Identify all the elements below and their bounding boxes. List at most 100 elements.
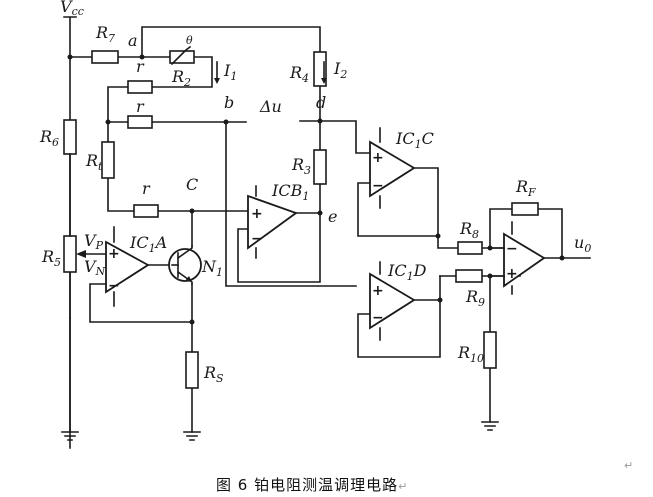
i2-arrow-icon (321, 78, 327, 84)
op-amp-output (489, 221, 546, 295)
icb1-plus: + (251, 206, 263, 222)
label-r6: R6 (39, 127, 59, 149)
wiper-arrow-icon (76, 250, 86, 258)
paragraph-mark: ↵ (398, 480, 409, 493)
ic1c-feedback-wire (357, 167, 439, 237)
caption-text: 图 6 铂电阻测温调理电路 (216, 476, 399, 494)
node-b-wire (225, 121, 357, 287)
r-theta-loop-wire (141, 56, 213, 88)
junction-dot-e (317, 210, 323, 216)
ic1c-plus: + (372, 150, 384, 166)
ic1d-minus: − (372, 310, 384, 326)
ground-symbols (61, 317, 499, 441)
rt-wire (107, 177, 249, 212)
label-delta-u: Δu (259, 97, 282, 116)
resistor-r4[interactable] (313, 51, 327, 87)
r2-left-wire (107, 86, 129, 143)
resistor-r-mid[interactable] (127, 115, 153, 129)
label-icb1: ICB1 (271, 181, 309, 203)
ic1c-minus: − (372, 178, 384, 194)
ic1d-triangle (369, 272, 416, 330)
label-r10: R10 (457, 343, 484, 365)
ic1a-minus: − (108, 278, 120, 294)
ic1d-plus: + (372, 283, 384, 299)
rf-feedback-wire (489, 208, 563, 259)
label-rf: RF (515, 177, 536, 199)
label-vn: VN (84, 257, 106, 278)
junction-dot (559, 255, 565, 261)
resistor-rt[interactable] (101, 141, 115, 179)
label-r9: R9 (465, 287, 485, 309)
resistors (63, 45, 539, 389)
label-r5: R5 (41, 247, 61, 269)
op-amp-ic1c (369, 127, 416, 209)
label-node-a: a (128, 31, 138, 50)
label-i1: I1 (223, 61, 237, 83)
junction-dot (435, 233, 441, 239)
resistor-r2[interactable] (127, 80, 153, 94)
junction-dot-b (223, 119, 229, 125)
resistor-rf[interactable] (511, 202, 539, 216)
node-d-wire (299, 79, 371, 159)
potentiometer-r5[interactable] (63, 235, 77, 273)
label-node-c: C (186, 175, 198, 194)
label-ic1d: IC1D (387, 261, 427, 283)
junction-dot-c (189, 208, 195, 214)
junction-dot (487, 273, 493, 279)
junction-dot (437, 297, 443, 303)
r3-feedback-wire (237, 184, 321, 283)
label-r-top: r (136, 57, 145, 76)
label-u0: u0 (574, 233, 591, 255)
ic1a-plus: + (108, 246, 120, 262)
label-r8: R8 (459, 219, 479, 241)
label-vp: VP (84, 231, 104, 252)
ground-icon (481, 421, 499, 431)
junction-dot-d (317, 118, 323, 124)
paragraph-mark: ↵ (624, 459, 634, 472)
ic1c-triangle (369, 140, 416, 198)
junction-dot-a (139, 54, 145, 60)
label-r7: R7 (95, 23, 115, 45)
resistor-r8[interactable] (457, 241, 483, 255)
label-rs: RS (203, 363, 224, 385)
junction-dot (67, 54, 73, 60)
label-node-d: d (316, 93, 326, 112)
op-amp-pin-signs: + − + − + − + − − + (108, 150, 518, 326)
label-r-theta: θ (186, 34, 193, 47)
output-amp-triangle (503, 232, 546, 288)
label-r-low: r (142, 179, 151, 198)
resistor-r-theta[interactable] (169, 50, 195, 64)
label-r4: R4 (289, 63, 309, 85)
node-a-top-wire (141, 26, 321, 58)
transistor-collector (176, 245, 193, 260)
icb1-minus: − (251, 231, 263, 247)
resistor-r10[interactable] (483, 331, 497, 369)
transistor-n1 (168, 245, 202, 285)
label-r2: R2 (171, 67, 191, 89)
op-amp-ic1a (105, 226, 150, 307)
label-n1: N1 (201, 257, 223, 279)
resistor-r7[interactable] (91, 50, 119, 64)
emitter-arrow-icon (185, 276, 192, 282)
op-amp-ic1d (369, 261, 416, 341)
output-amp-input-wires (489, 247, 505, 277)
icb1-triangle (247, 194, 298, 250)
resistor-r-low[interactable] (133, 204, 159, 218)
output-amp-minus: − (506, 241, 518, 257)
figure-caption: 图 6 铂电阻测温调理电路↵ (216, 474, 408, 495)
label-node-e: e (328, 207, 337, 226)
label-node-b: b (224, 93, 234, 112)
resistor-r6[interactable] (63, 119, 77, 155)
resistor-r9[interactable] (455, 269, 483, 283)
resistor-r3[interactable] (313, 149, 327, 185)
ic1d-feedback-wire (357, 299, 441, 358)
pt-resistor-conditioning-circuit: + − + − + − + − − + Vcc R7 a r θ R2 I1 r… (39, 0, 591, 449)
label-ic1c: IC1C (395, 129, 434, 151)
i1-arrow-icon (214, 78, 220, 84)
resistor-rs[interactable] (185, 351, 199, 389)
label-rt: Rt (85, 151, 103, 173)
label-vcc: Vcc (60, 0, 84, 18)
ic1a-triangle (105, 240, 150, 294)
label-i2: I2 (333, 59, 347, 81)
junction-dot (105, 119, 111, 125)
